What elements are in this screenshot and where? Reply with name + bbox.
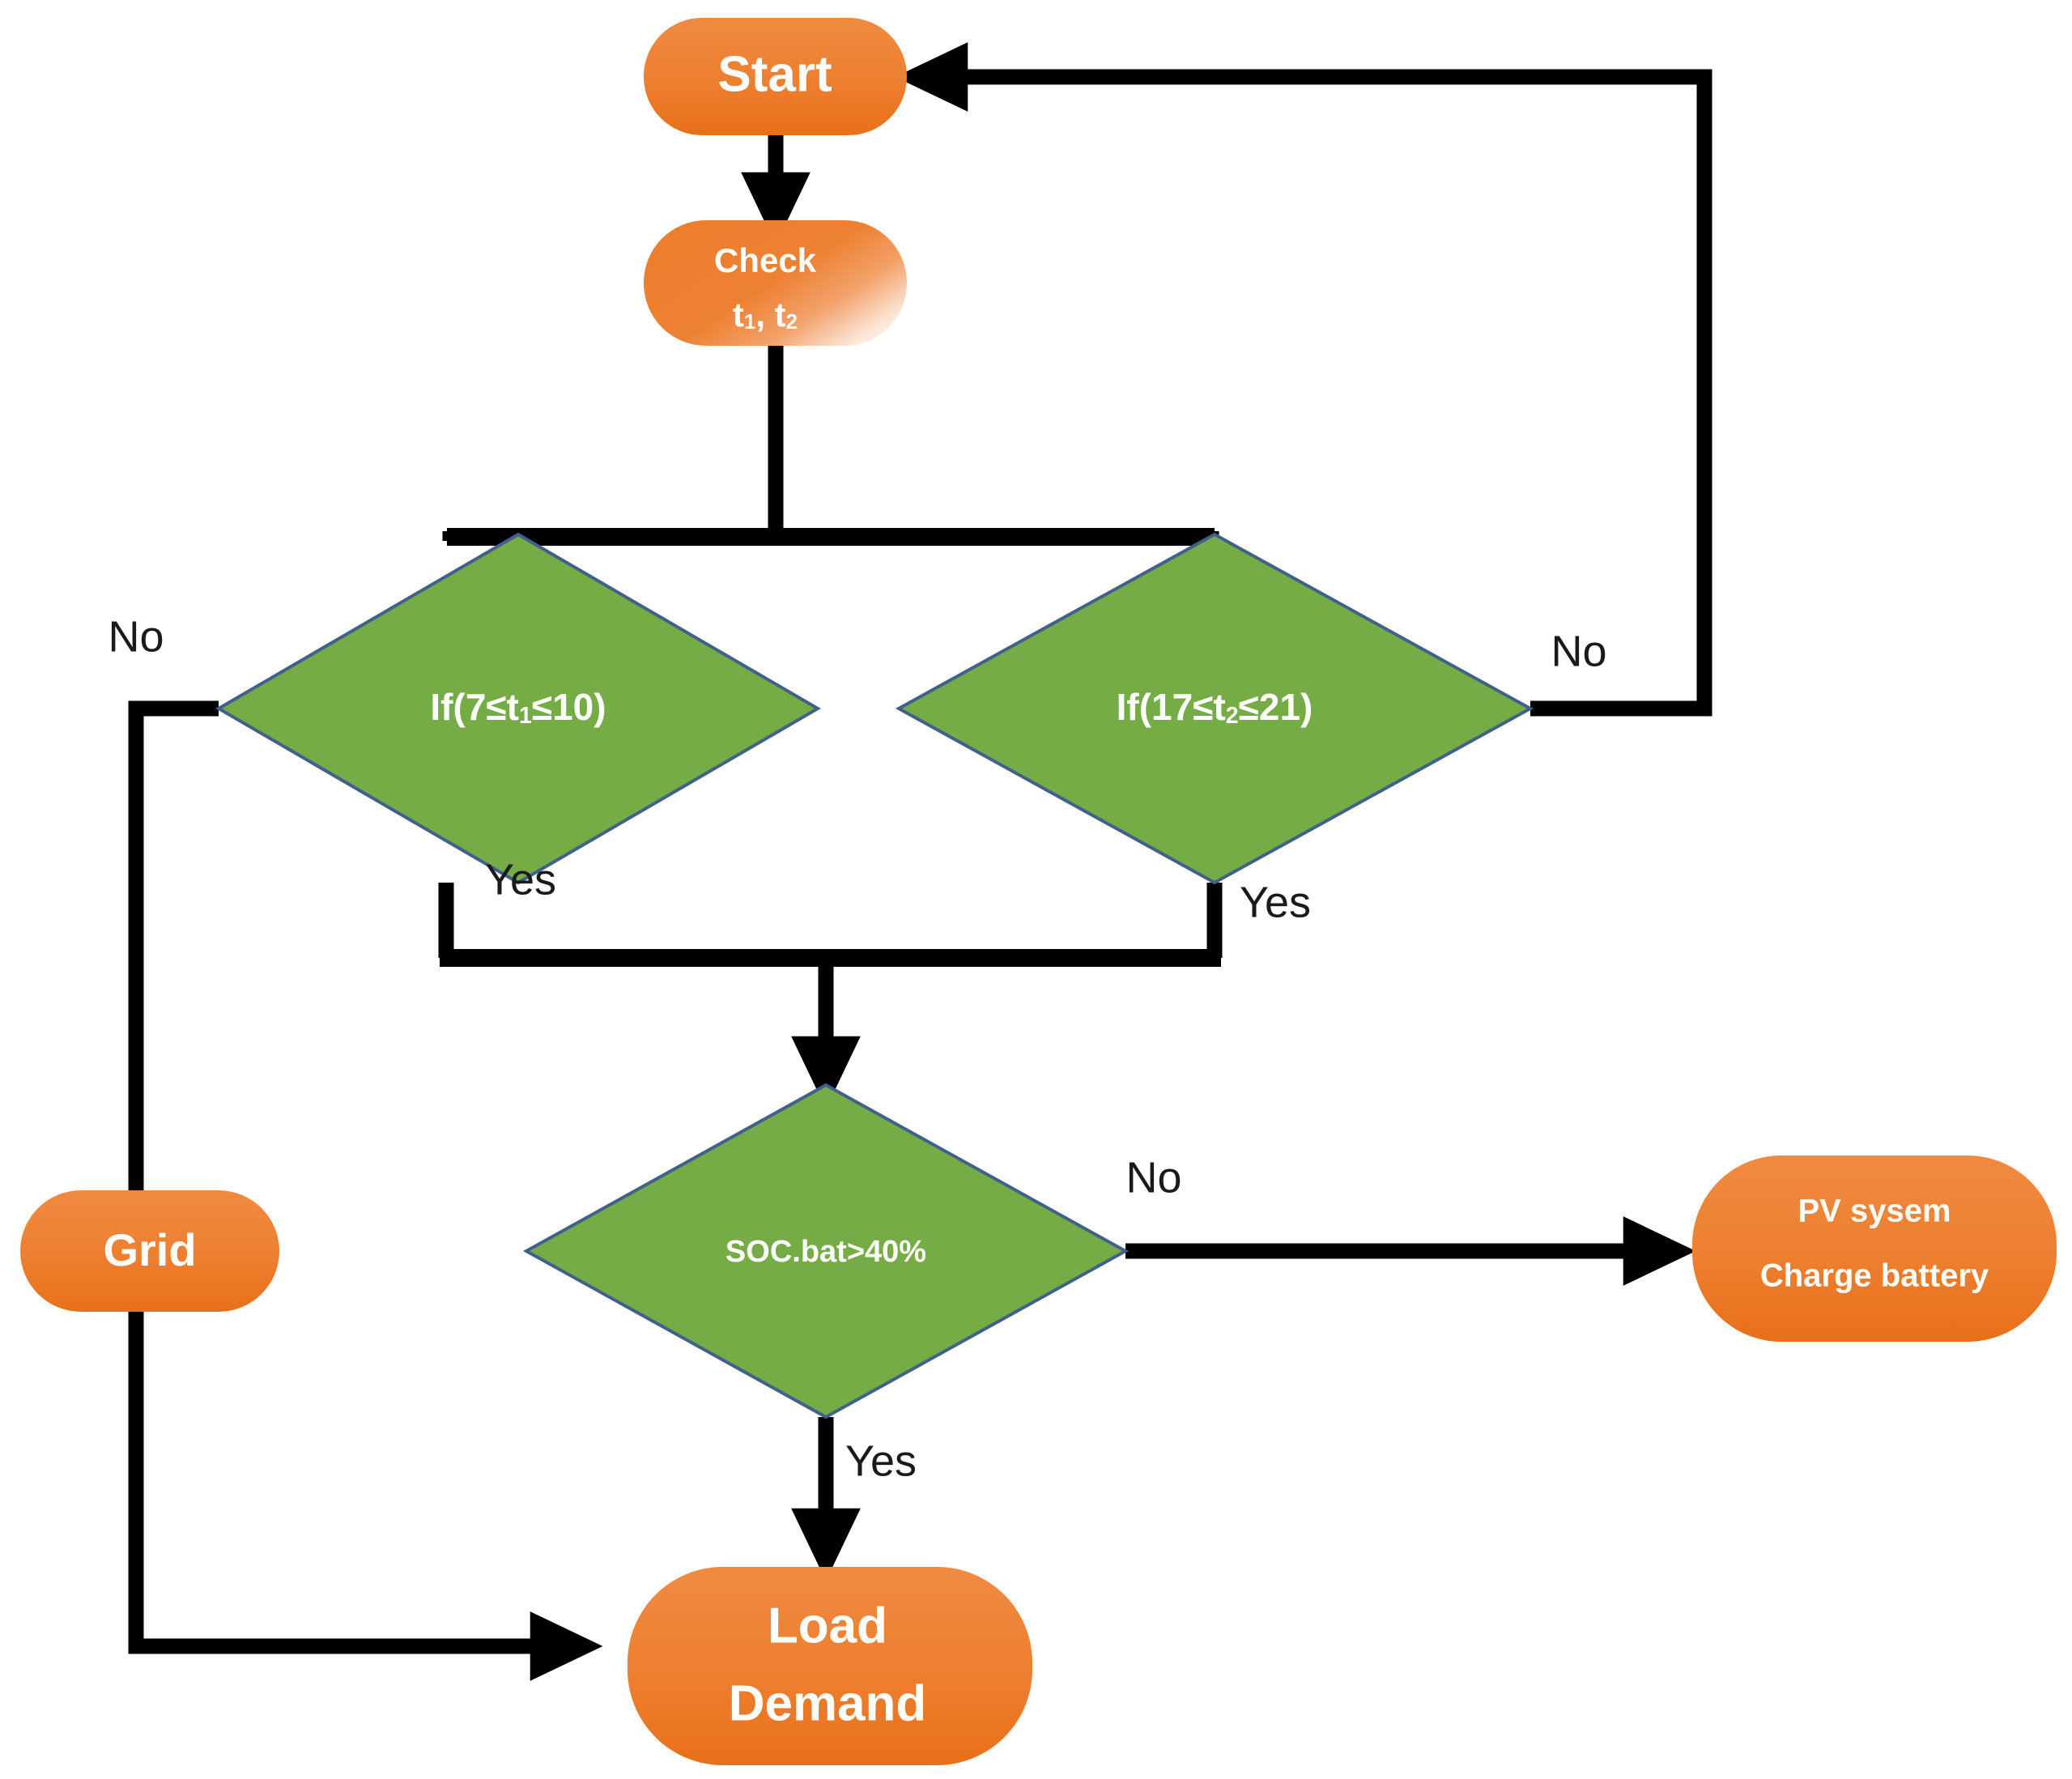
edge-label-no-t1: No	[108, 612, 164, 661]
edge-label-yes-t2: Yes	[1240, 878, 1311, 926]
load-demand-shape	[628, 1567, 1032, 1765]
start-shape	[644, 18, 907, 135]
pv-charge-label-line2: Charge battery	[1760, 1258, 1989, 1294]
node-pv-charge[interactable]: PV sysem Charge battery	[1692, 1155, 2057, 1342]
edge-t1-no-to-grid-load	[128, 700, 603, 1681]
connector-layer	[128, 42, 1712, 1681]
edge-t2-no-to-start	[895, 42, 1712, 717]
start-label: Start	[717, 46, 832, 102]
edge-label-no-t2: No	[1551, 627, 1606, 675]
decision-t1-shape	[215, 532, 821, 885]
decision-t2-shape	[895, 532, 1534, 885]
node-decision-t1[interactable]: If(7≤t1≤10)	[215, 532, 821, 885]
node-grid[interactable]: Grid	[20, 1190, 279, 1312]
grid-shape	[20, 1190, 279, 1312]
edge-label-layer: No Yes No Yes No Yes	[108, 612, 1606, 1485]
edge-label-yes-soc: Yes	[845, 1436, 917, 1485]
edge-label-yes-t1: Yes	[485, 855, 556, 904]
grid-label: Grid	[103, 1224, 196, 1275]
node-decision-soc[interactable]: SOC.bat>40%	[522, 1083, 1130, 1419]
decision-soc-shape	[522, 1083, 1130, 1419]
node-check[interactable]: Check t1, t2	[644, 220, 907, 346]
load-demand-label-line2: Demand	[729, 1675, 927, 1731]
decision-t2-label: If(17≤t2≤21)	[1117, 686, 1313, 728]
check-label-line1: Check	[714, 241, 817, 279]
node-load-demand[interactable]: Load Demand	[628, 1567, 1032, 1765]
pv-charge-label-line1: PV sysem	[1798, 1194, 1951, 1229]
check-label-line2: t1, t2	[733, 296, 798, 334]
load-demand-label-line1: Load	[768, 1598, 887, 1653]
decision-soc-label: SOC.bat>40%	[725, 1235, 926, 1269]
node-start[interactable]: Start	[644, 18, 907, 135]
check-shape	[644, 220, 907, 346]
decision-t1-label: If(7≤t1≤10)	[430, 686, 606, 728]
edge-label-no-soc: No	[1125, 1153, 1181, 1202]
node-decision-t2[interactable]: If(17≤t2≤21)	[895, 532, 1534, 885]
pv-charge-shape	[1692, 1155, 2057, 1342]
